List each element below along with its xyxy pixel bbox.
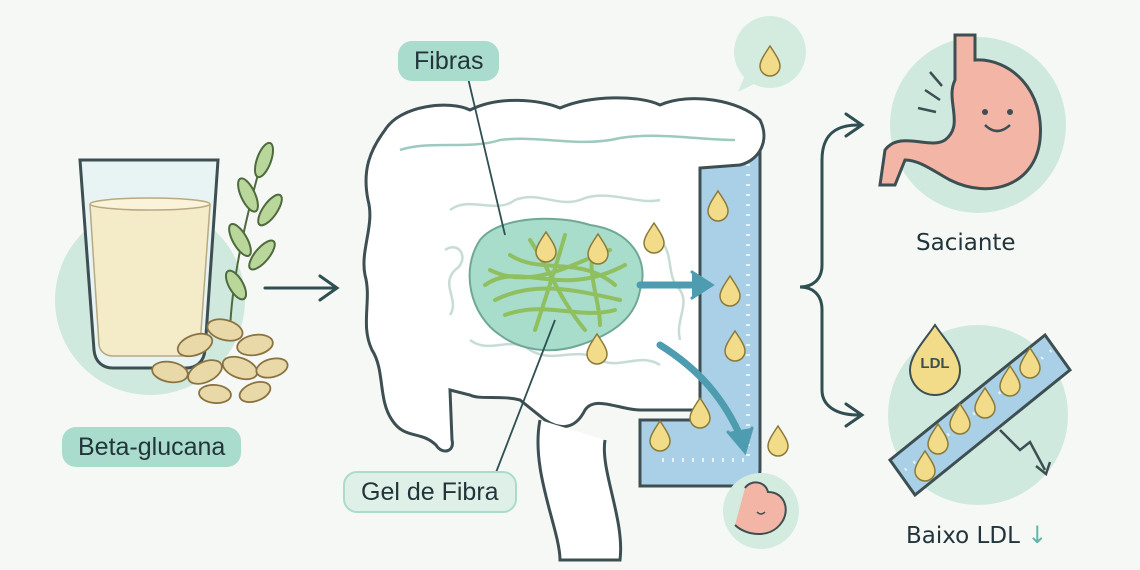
ldl-badge-label: LDL [920, 355, 949, 372]
branch-brace-icon [799, 112, 865, 428]
baixo-ldl-group: Baixo LDL ↓ [906, 521, 1047, 549]
beta-glucana-label: Beta-glucana [62, 427, 242, 467]
saciante-label: Saciante [916, 230, 1016, 256]
rectum-tube [536, 419, 623, 562]
fat-droplet [767, 425, 789, 457]
ldl-droplet-icon [908, 323, 962, 396]
glass-icon [78, 158, 220, 370]
gel-de-fibra-label: Gel de Fibra [343, 471, 517, 513]
arrow-gel-down-icon [656, 341, 754, 456]
baixo-ldl-label: Baixo LDL [906, 523, 1020, 549]
small-stomach-icon [723, 473, 799, 549]
droplet-bubble-icon [734, 16, 806, 92]
fibras-label: Fibras [398, 41, 500, 81]
oat-stalk-icon [224, 141, 283, 331]
oat-drink-group [55, 141, 289, 404]
oat-flakes-icon [151, 318, 289, 404]
leader-line-fibras [467, 77, 506, 236]
down-arrow-icon: ↓ [1027, 521, 1048, 549]
saciante-stomach-icon [878, 33, 1066, 213]
arrow-gel-right-icon [636, 270, 715, 300]
leader-line-gel [494, 319, 556, 476]
intestine-illustration [362, 77, 789, 562]
ldl-artery-icon [887, 323, 1073, 505]
arrow-right-icon-1 [263, 274, 340, 302]
